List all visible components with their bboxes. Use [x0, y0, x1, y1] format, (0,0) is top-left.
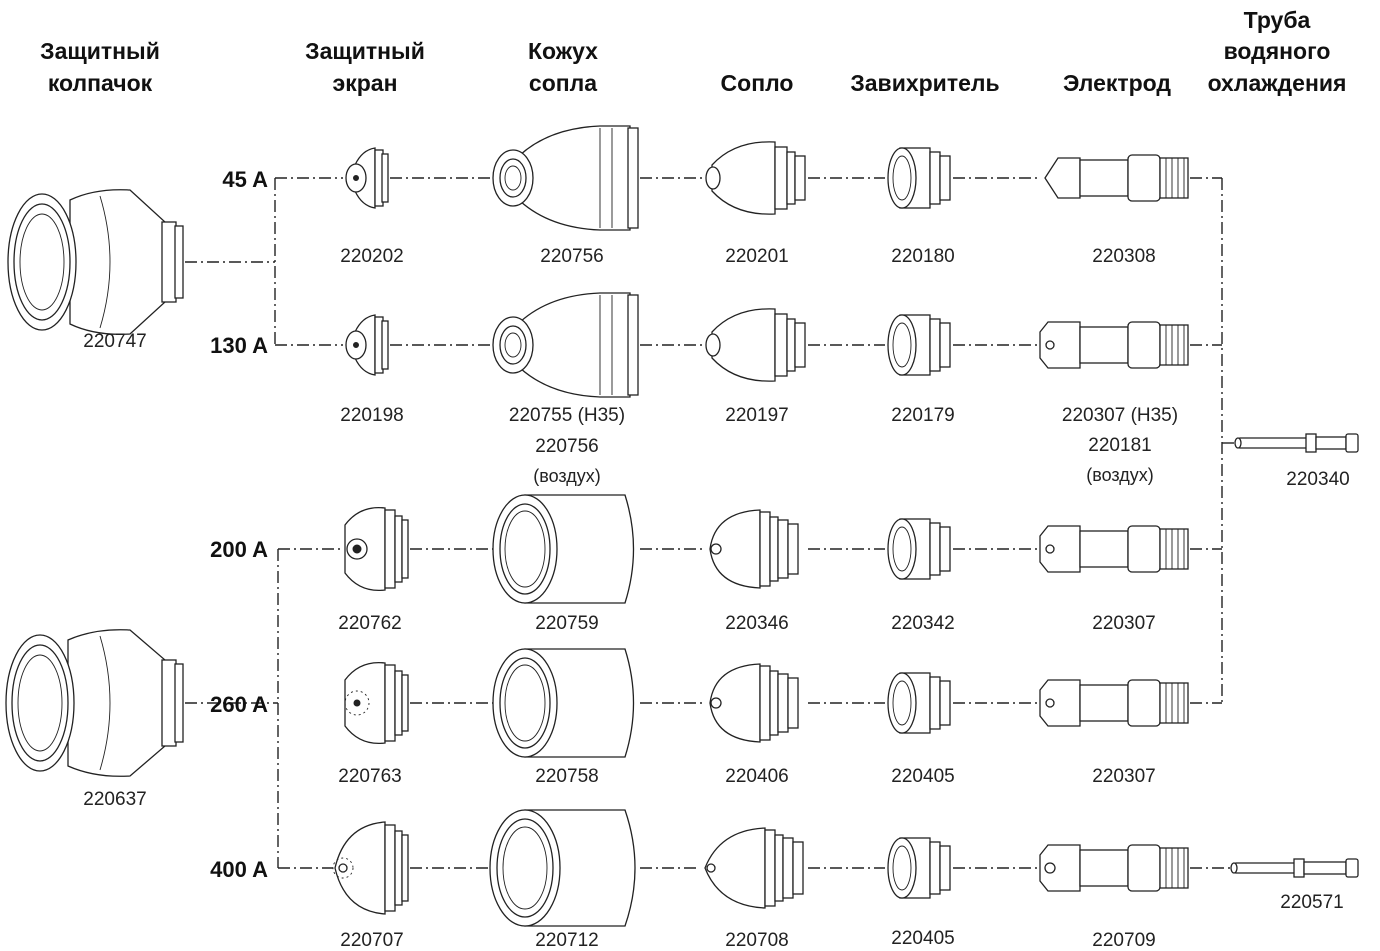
swirl-ring-part-number-400: 220405 — [891, 928, 954, 949]
header-nozzle-cap-line1: Кожух — [528, 38, 598, 64]
electrode-part-number-260: 220307 — [1092, 766, 1155, 787]
electrode-part-number-200: 220307 — [1092, 613, 1155, 634]
header-nozzle-cap-line2: сопла — [529, 70, 597, 96]
header-water-tube-line2: водяного — [1224, 38, 1331, 64]
header-shield-line1: Защитный — [305, 38, 425, 64]
header-electrode: Электрод — [1063, 70, 1171, 96]
nozzle-cap-220712 — [489, 809, 636, 927]
nozzle-cap-part-number-45: 220756 — [540, 246, 603, 267]
swirl-ring-220342 — [887, 518, 951, 580]
shield-part-number-200: 220762 — [338, 613, 401, 634]
header-shield-cap-line1: Защитный — [40, 38, 160, 64]
nozzle-cap-220756-top — [492, 125, 639, 231]
current-label-400: 400 A — [210, 857, 268, 882]
header-shield-cap-line2: колпачок — [48, 70, 153, 96]
water-tube-part-number-2: 220571 — [1280, 892, 1343, 913]
water-tube-220340 — [1234, 433, 1359, 453]
electrode-220307-200 — [1039, 525, 1189, 573]
shield-part-number-260: 220763 — [338, 766, 401, 787]
nozzle-part-number-260: 220406 — [725, 766, 788, 787]
shield-part-number-130: 220198 — [340, 405, 403, 426]
current-label-260: 260 A — [210, 692, 268, 717]
nozzle-cap-part-number-130-line3: (воздух) — [533, 466, 601, 486]
nozzle-220406 — [709, 663, 799, 743]
electrode-220307-130 — [1039, 321, 1189, 369]
nozzle-220197 — [705, 308, 806, 382]
electrode-part-number-45: 220308 — [1092, 246, 1155, 267]
column-headers: Защитный колпачок Защитный экран Кожух с… — [40, 7, 1346, 96]
current-label-45: 45 A — [222, 167, 268, 192]
shield-220707 — [332, 821, 409, 915]
nozzle-part-number-200: 220346 — [725, 613, 788, 634]
header-water-tube-line1: Труба — [1244, 7, 1311, 33]
water-tube-part-number-1: 220340 — [1286, 469, 1349, 490]
swirl-ring-220405-400 — [887, 837, 951, 899]
nozzle-cap-part-number-130-line2: 220756 — [535, 436, 598, 457]
swirl-ring-part-number-200: 220342 — [891, 613, 954, 634]
nozzle-cap-part-number-130-line1: 220755 (H35) — [509, 405, 625, 426]
electrode-220307-260 — [1039, 679, 1189, 727]
swirl-ring-220179 — [887, 314, 951, 376]
swirl-ring-part-number-260: 220405 — [891, 766, 954, 787]
current-labels: 45 A 130 A 200 A 260 A 400 A — [210, 167, 268, 882]
nozzle-part-number-45: 220201 — [725, 246, 788, 267]
electrode-part-number-130-line1: 220307 (H35) — [1062, 405, 1178, 426]
electrode-part-number-400: 220709 — [1092, 930, 1155, 951]
shield-part-number-45: 220202 — [340, 246, 403, 267]
connector-lines — [185, 177, 1236, 869]
nozzle-cap-220755-130 — [492, 292, 639, 398]
current-label-130: 130 A — [210, 333, 268, 358]
shield-cap-part-number-2: 220637 — [83, 789, 146, 810]
nozzle-220708 — [704, 827, 804, 909]
nozzle-cap-220758 — [492, 648, 635, 758]
swirl-ring-part-number-45: 220180 — [891, 246, 954, 267]
shield-220763 — [344, 661, 409, 745]
nozzle-220201 — [705, 141, 806, 215]
nozzle-part-number-130: 220197 — [725, 405, 788, 426]
header-nozzle: Сопло — [721, 70, 794, 96]
header-shield-line2: экран — [333, 70, 398, 96]
nozzle-220346 — [709, 509, 799, 589]
electrode-220709 — [1039, 844, 1189, 892]
shield-220762 — [344, 506, 409, 592]
water-tube-220571 — [1230, 858, 1359, 878]
header-water-tube-line3: охлаждения — [1208, 70, 1347, 96]
shield-part-number-400: 220707 — [340, 930, 403, 951]
nozzle-cap-part-number-260: 220758 — [535, 766, 598, 787]
electrode-part-number-130-line3: (воздух) — [1086, 465, 1154, 485]
nozzle-cap-220759 — [492, 494, 635, 604]
electrode-part-number-130-line2: 220181 — [1088, 435, 1151, 456]
swirl-ring-220180 — [887, 147, 951, 209]
swirl-ring-220405-260 — [887, 672, 951, 734]
shield-cap-part-number-1: 220747 — [83, 331, 146, 352]
current-label-200: 200 A — [210, 537, 268, 562]
electrode-220308 — [1044, 154, 1189, 202]
shield-220198 — [345, 314, 389, 376]
shield-cap-220637 — [5, 629, 184, 777]
nozzle-cap-part-number-400: 220712 — [535, 930, 598, 951]
nozzle-part-number-400: 220708 — [725, 930, 788, 951]
swirl-ring-part-number-130: 220179 — [891, 405, 954, 426]
header-swirl-ring: Завихритель — [850, 70, 999, 96]
shield-cap-220747 — [7, 189, 184, 335]
shield-220202 — [345, 147, 389, 209]
nozzle-cap-part-number-200: 220759 — [535, 613, 598, 634]
